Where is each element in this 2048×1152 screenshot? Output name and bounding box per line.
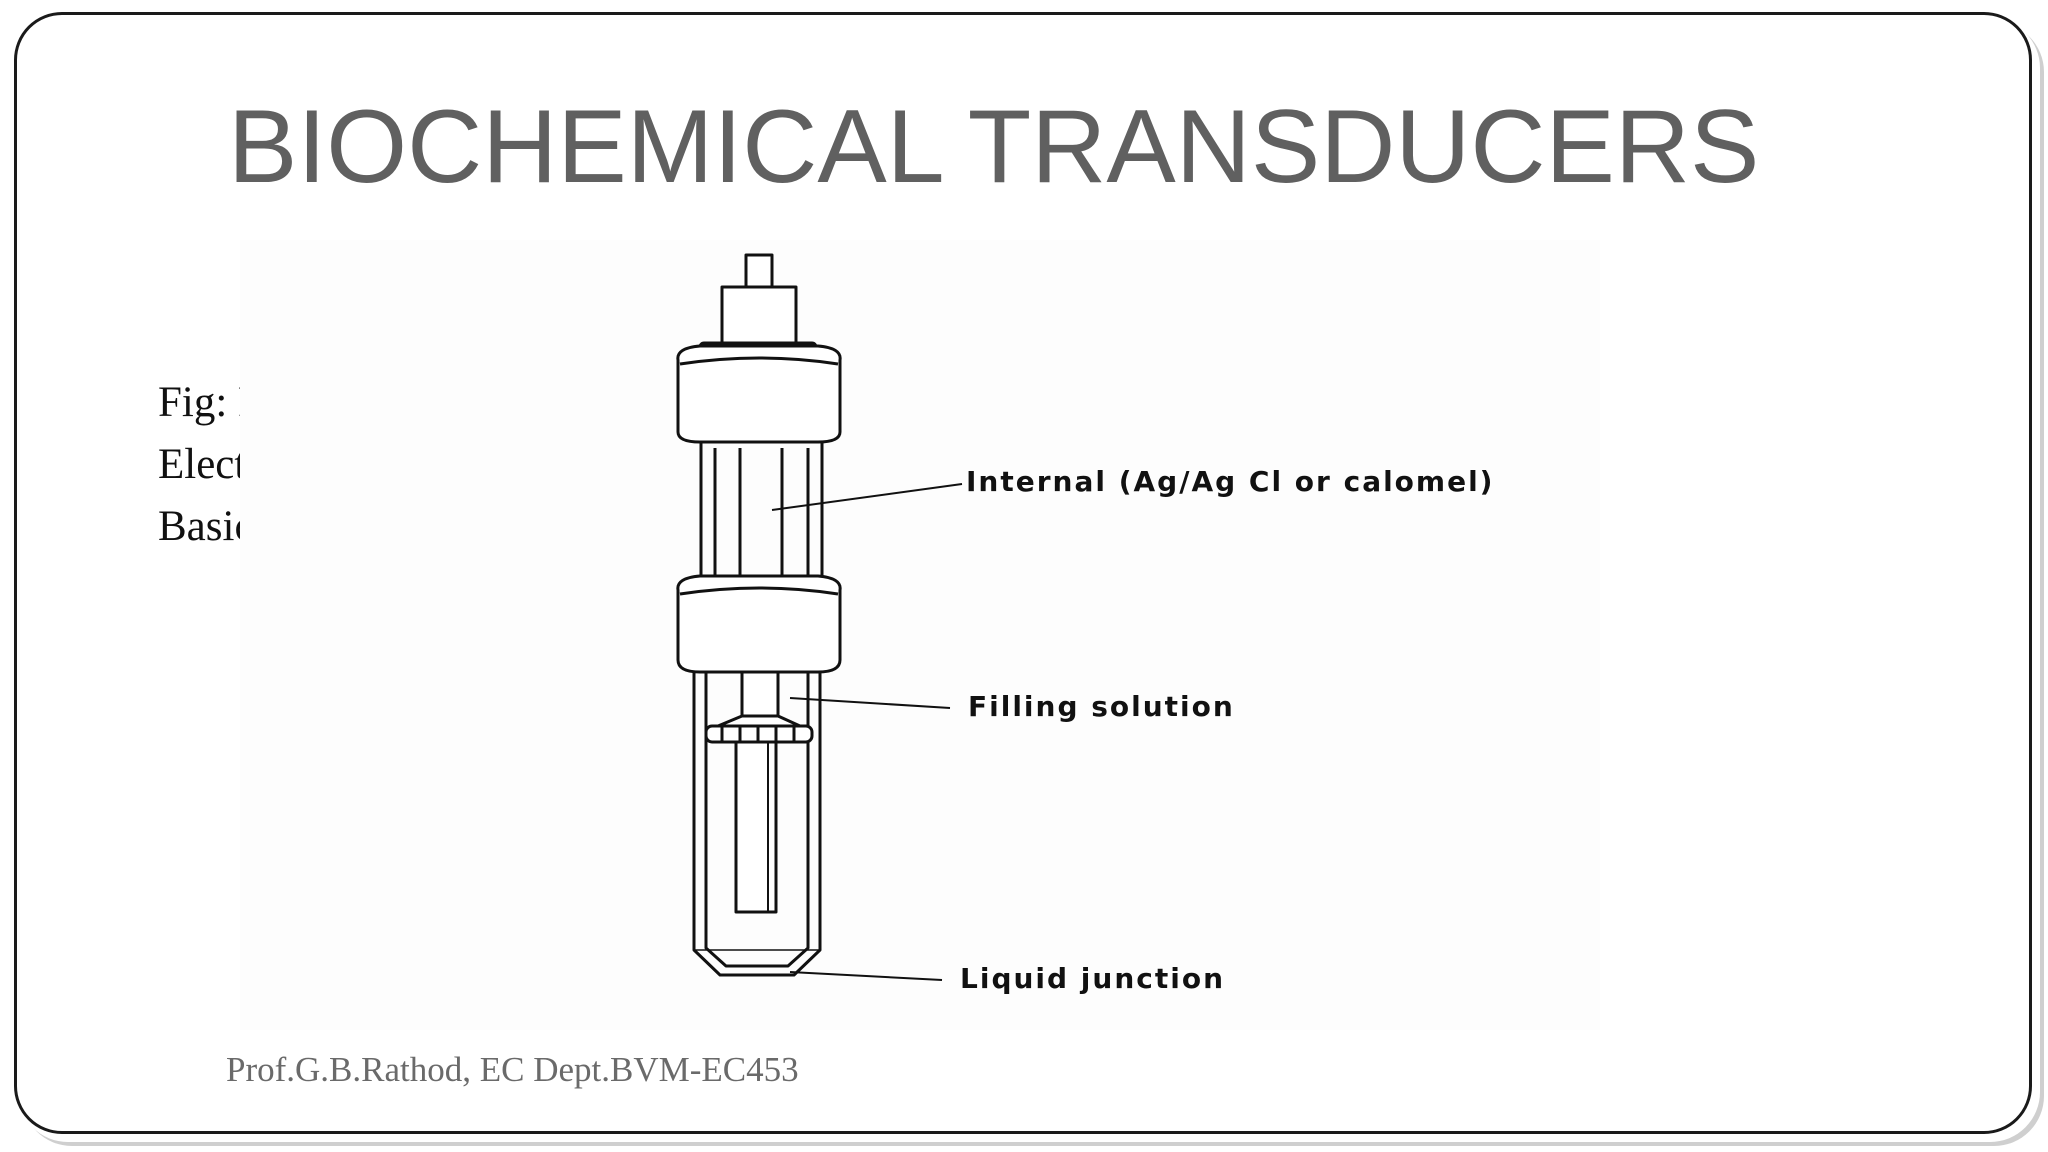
label-filling-solution: Filling solution xyxy=(968,690,1235,723)
slide-title: BIOCHEMICAL TRANSDUCERS xyxy=(228,89,1760,205)
leader-line-internal xyxy=(771,483,963,511)
label-internal: Internal (Ag/Ag Cl or calomel) xyxy=(966,465,1494,498)
inner-element-stem xyxy=(740,670,780,719)
electrode-middle-housing xyxy=(676,574,842,674)
label-liquid-junction: Liquid junction xyxy=(960,962,1225,995)
leader-line-junction xyxy=(789,971,943,981)
electrode-upper-housing xyxy=(676,344,842,444)
slide-footer: Prof.G.B.Rathod, EC Dept.BVM-EC453 xyxy=(226,1050,799,1089)
diagram-background xyxy=(240,240,1600,1030)
electrode-outer-tube xyxy=(692,672,822,977)
leader-line-filling xyxy=(789,697,951,709)
electrode-cap xyxy=(720,285,798,349)
electrode-top-pin xyxy=(744,253,774,291)
inner-element-rod xyxy=(734,740,778,914)
